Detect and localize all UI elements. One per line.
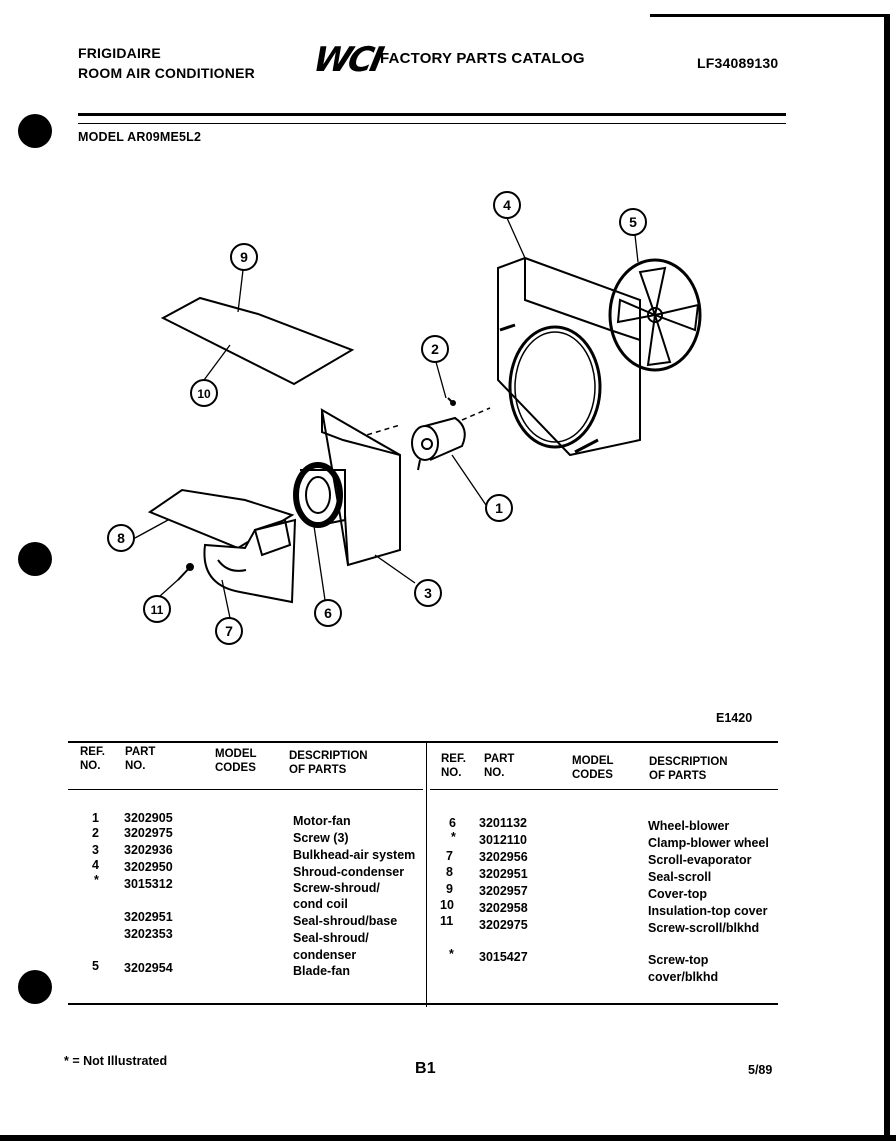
callout-label-5: 5 bbox=[629, 214, 637, 230]
brand-name: FRIGIDAIRE bbox=[78, 45, 161, 61]
callout-label-9: 9 bbox=[240, 249, 248, 265]
page-number: B1 bbox=[415, 1060, 436, 1077]
header-rule-thin bbox=[78, 123, 786, 124]
bulkhead-part bbox=[320, 408, 401, 567]
callout-circle-7 bbox=[215, 617, 243, 645]
table-header-rule-left bbox=[68, 789, 423, 790]
callout-circle-10 bbox=[190, 379, 218, 407]
cover-top-part bbox=[160, 296, 355, 386]
table-top-rule bbox=[68, 741, 778, 743]
callout-circle-1 bbox=[485, 494, 513, 522]
blower-wheel-part bbox=[293, 462, 346, 528]
leader-line-2 bbox=[435, 361, 447, 399]
fan-motor-part bbox=[349, 407, 491, 471]
screw-scroll-part bbox=[177, 563, 194, 581]
exploded-parts-diagram: 9 10 2 1 3 4 5 6 8 11 7 bbox=[107, 191, 702, 645]
binder-hole bbox=[18, 114, 52, 148]
callout-label-10: 10 bbox=[197, 387, 211, 401]
leader-line-8 bbox=[134, 519, 169, 539]
shroud-condenser-part bbox=[497, 256, 641, 457]
callout-label-8: 8 bbox=[117, 530, 125, 546]
leader-line-3 bbox=[374, 554, 416, 584]
leader-line-11 bbox=[159, 577, 181, 597]
diagram-code: E1420 bbox=[716, 711, 753, 725]
binder-hole bbox=[18, 542, 52, 576]
leader-line-5 bbox=[634, 234, 639, 263]
not-illustrated-note: * = Not Illustrated bbox=[64, 1054, 168, 1068]
leader-line-10 bbox=[203, 344, 231, 381]
table-header-rule-right bbox=[430, 789, 778, 790]
callout-circle-5 bbox=[619, 208, 647, 236]
callout-circle-3 bbox=[414, 579, 442, 607]
product-name: ROOM AIR CONDITIONER bbox=[78, 65, 255, 81]
leader-line-6 bbox=[313, 525, 326, 601]
screw-part bbox=[447, 397, 456, 406]
table-divider bbox=[426, 741, 427, 1007]
callout-circle-8 bbox=[107, 524, 135, 552]
model-line: MODEL AR09ME5L2 bbox=[78, 130, 202, 144]
page-frame-bottom bbox=[0, 1135, 896, 1141]
callout-circle-2 bbox=[421, 335, 449, 363]
col-header-ref-right: REF.NO. bbox=[441, 753, 466, 779]
callout-circle-6 bbox=[314, 599, 342, 627]
callout-label-11: 11 bbox=[151, 603, 164, 617]
leader-line-1 bbox=[451, 454, 489, 509]
catalog-title: FACTORY PARTS CATALOG bbox=[380, 50, 585, 67]
header-rule bbox=[78, 113, 786, 116]
callout-label-1: 1 bbox=[495, 500, 503, 516]
binder-hole bbox=[18, 970, 52, 1004]
callout-label-2: 2 bbox=[431, 341, 439, 357]
callout-circle-9 bbox=[230, 243, 258, 271]
page-frame-right bbox=[884, 14, 890, 1141]
callout-label-7: 7 bbox=[225, 623, 233, 639]
callout-circle-4 bbox=[493, 191, 521, 219]
callout-label-3: 3 bbox=[424, 585, 432, 601]
table-bottom-rule bbox=[68, 1003, 778, 1005]
fan-blade-part bbox=[608, 258, 702, 372]
leader-line-4 bbox=[506, 217, 526, 259]
col-header-ref: REF.NO. bbox=[80, 746, 105, 772]
leader-line-9 bbox=[237, 269, 244, 313]
callout-label-6: 6 bbox=[324, 605, 332, 621]
callout-label-4: 4 bbox=[503, 197, 511, 213]
catalog-number: LF34089130 bbox=[697, 55, 779, 71]
callout-circle-11 bbox=[143, 595, 171, 623]
leader-line-7 bbox=[221, 579, 231, 619]
scroll-evaporator-part bbox=[203, 518, 297, 604]
catalog-date: 5/89 bbox=[748, 1063, 773, 1077]
page-frame-top bbox=[650, 14, 890, 17]
